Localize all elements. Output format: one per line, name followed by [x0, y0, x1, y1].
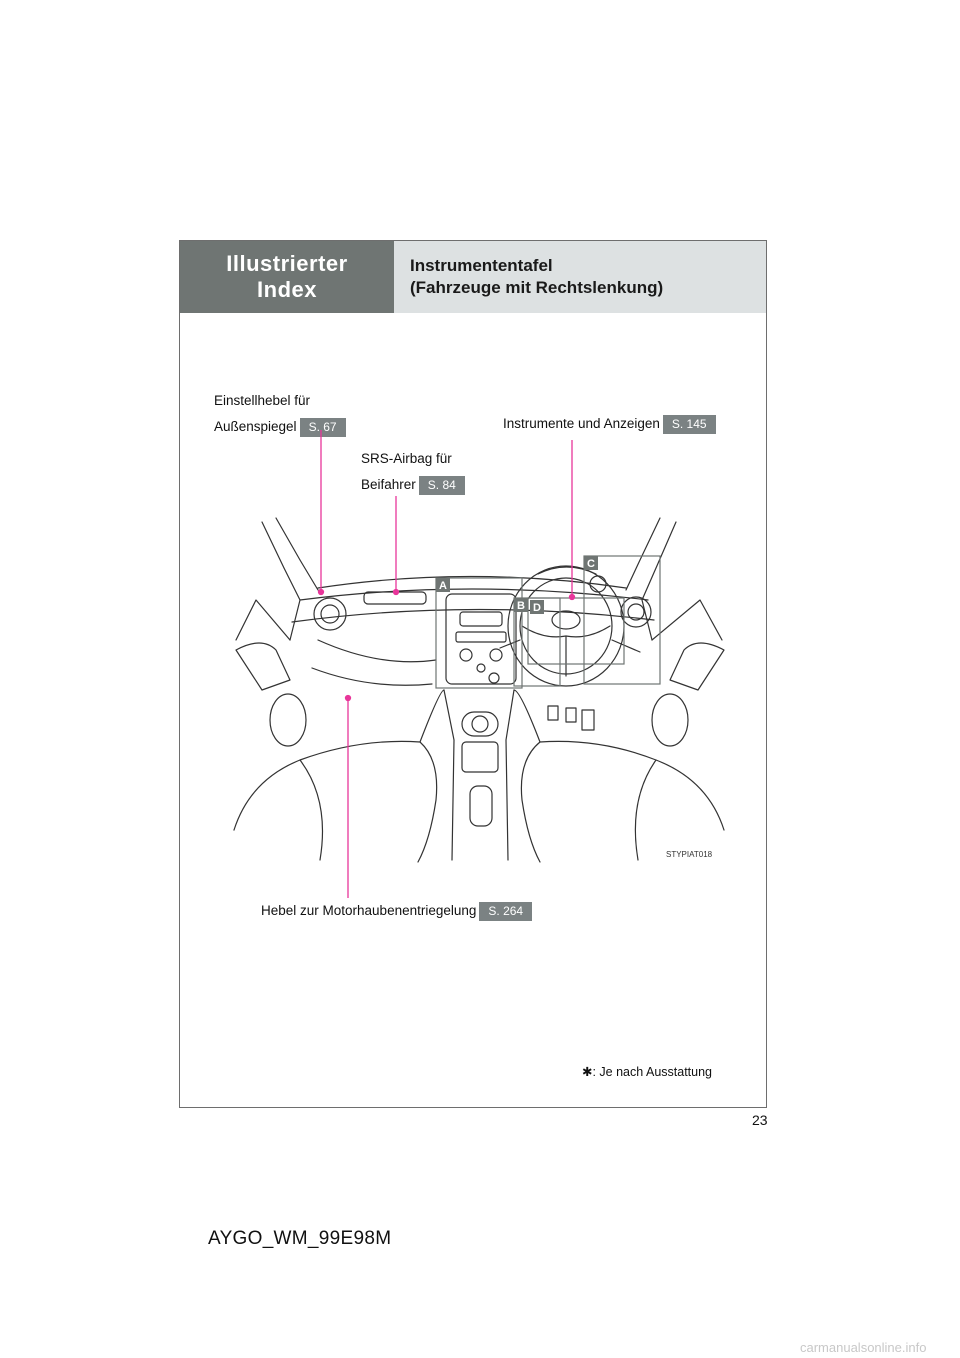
hood-release-page-link[interactable]: S. 264 — [479, 901, 533, 921]
mirror-lever-text-1: Einstellhebel für — [214, 393, 311, 408]
zone-marker-d: D — [533, 602, 541, 614]
document-code: AYGO_WM_99E98M — [208, 1228, 392, 1249]
watermark: carmanualsonline.info — [800, 1340, 927, 1355]
instruments-text: Instrumente und Anzeigen — [503, 416, 660, 431]
title-line-2: (Fahrzeuge mit Rechtslenkung) — [410, 278, 664, 297]
airbag-text-1: SRS-Airbag für — [361, 451, 452, 466]
zone-marker-a: A — [439, 580, 447, 592]
zone-frame-a — [435, 577, 523, 689]
airbag-text-2: Beifahrer — [361, 477, 416, 492]
zone-frame-d — [527, 597, 625, 665]
instruments-page-link[interactable]: S. 145 — [662, 414, 716, 434]
footnote: ✱: Je nach Ausstattung — [582, 1065, 712, 1079]
zone-marker-b: B — [517, 600, 525, 612]
page-number: 23 — [752, 1112, 768, 1128]
mirror-lever-page-link[interactable]: S. 67 — [299, 417, 346, 437]
zone-marker-c: C — [587, 558, 595, 570]
section-line-2: Index — [257, 277, 317, 302]
airbag-page-link[interactable]: S. 84 — [418, 475, 465, 495]
figure-code: STYPIAT018 — [666, 850, 713, 859]
zone-frame-c — [583, 555, 661, 685]
hood-release-text: Hebel zur Motorhaubenentriegelung — [261, 903, 477, 918]
section-line-1: Illustrierter — [226, 251, 348, 276]
title-line-1: Instrumententafel — [410, 256, 553, 275]
mirror-lever-text-2: Außenspiegel — [214, 419, 297, 434]
page-title: Instrumententafel (Fahrzeuge mit Rechtsl… — [394, 241, 766, 313]
